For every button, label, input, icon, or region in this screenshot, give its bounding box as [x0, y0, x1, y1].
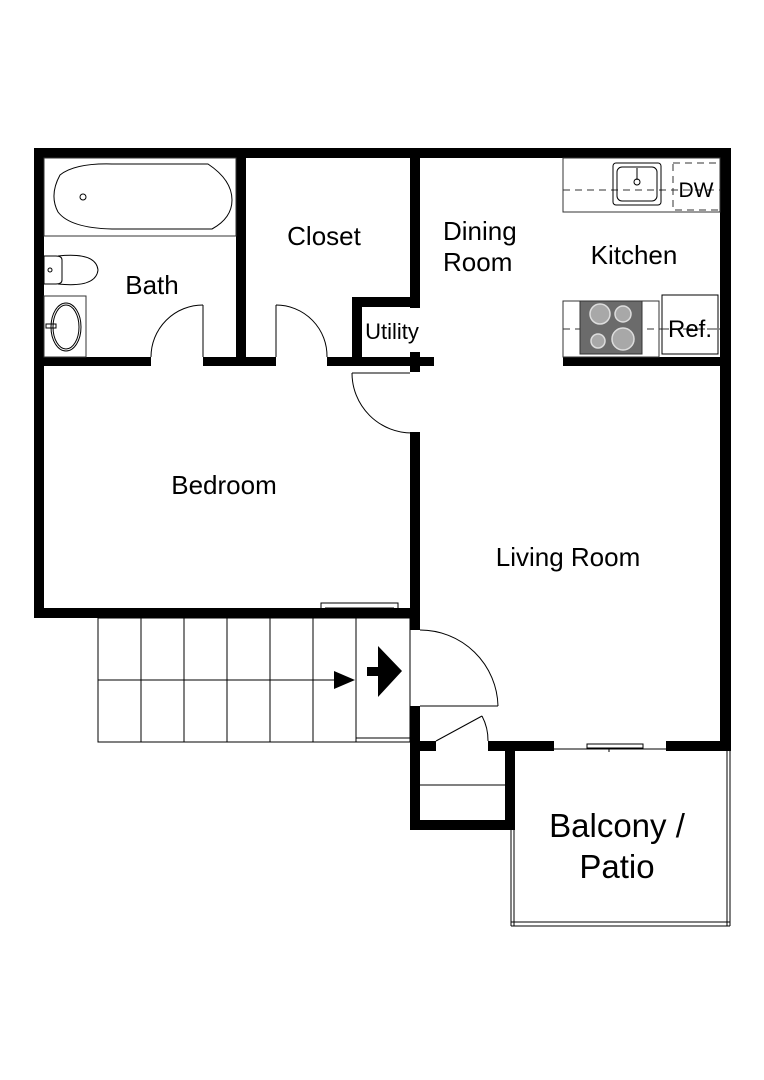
sink-icon — [43, 295, 87, 358]
kitchen-sink-icon — [612, 162, 662, 206]
storage-door-icon[interactable] — [435, 715, 489, 742]
room-label-bedroom: Bedroom — [171, 470, 277, 500]
room-label-balcony-line1: Balcony / — [549, 807, 686, 844]
room-label-dining-line2: Room — [443, 247, 512, 277]
dishwasher-label: DW — [679, 179, 714, 202]
room-label-balcony-line2: Patio — [579, 848, 654, 885]
room-label-closet: Closet — [287, 221, 361, 251]
toilet-icon — [43, 254, 99, 286]
kitchen-counter-top — [562, 157, 721, 213]
room-label-living-room: Living Room — [496, 542, 641, 572]
refrigerator-icon: Ref. — [661, 294, 719, 355]
bedroom-door-icon[interactable] — [351, 372, 413, 434]
room-label-dining-line1: Dining — [443, 216, 517, 246]
stairs-icon[interactable] — [97, 617, 411, 743]
entry-door-icon[interactable] — [409, 629, 499, 707]
stove-icon — [579, 300, 643, 355]
room-label-utility: Utility — [365, 319, 419, 344]
dishwasher-icon: DW — [672, 162, 721, 211]
room-label-bath: Bath — [125, 270, 179, 300]
entry-arrow-icon — [367, 646, 402, 697]
sliding-door-icon[interactable] — [554, 743, 666, 752]
closet-door-icon[interactable] — [275, 304, 328, 358]
refrigerator-label: Ref. — [668, 316, 712, 343]
bathtub-icon — [43, 157, 237, 237]
walls — [34, 148, 731, 830]
bedroom-window-icon — [320, 602, 399, 619]
balcony-railing — [410, 740, 731, 927]
room-label-kitchen: Kitchen — [591, 240, 678, 270]
bath-door-icon[interactable] — [150, 304, 204, 358]
